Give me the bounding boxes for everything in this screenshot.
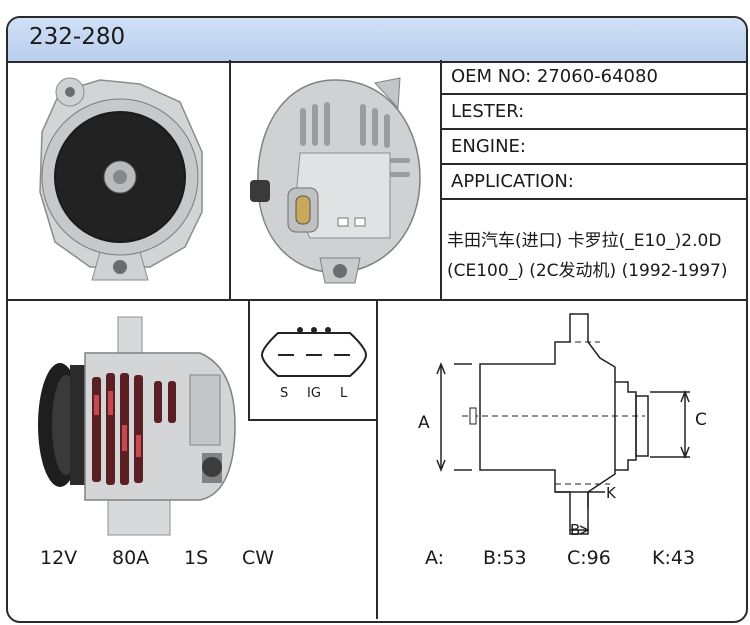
divider <box>441 93 746 95</box>
divider <box>441 198 746 200</box>
dim-c: C:96 <box>567 547 611 569</box>
dimension-a-label: A <box>418 413 430 433</box>
dim-k: K:43 <box>652 547 696 569</box>
application-line-1: 丰田汽车(进口) 卡罗拉(_E10_)2.0D <box>447 231 722 251</box>
title-bar: 232-280 <box>8 18 746 63</box>
lester-label: LESTER: <box>451 101 525 122</box>
dimension-k-label: K <box>606 484 616 502</box>
dimension-b-label: B <box>570 521 581 539</box>
oem-number: OEM NO: 27060-64080 <box>451 66 658 87</box>
alternator-side-photo <box>38 316 236 536</box>
divider <box>248 300 250 420</box>
divider <box>440 60 442 300</box>
divider <box>376 300 378 619</box>
spec-voltage: 12V <box>40 547 78 569</box>
divider <box>441 128 746 130</box>
divider <box>229 60 231 300</box>
plug-connector-diagram <box>260 327 368 377</box>
dim-a: A: <box>425 547 445 569</box>
divider <box>248 419 377 421</box>
spec-rotation: CW <box>242 547 275 569</box>
application-line-2: (CE100_) (2C发动机) (1992-1997) <box>447 261 728 281</box>
divider <box>441 163 746 165</box>
engine-label: ENGINE: <box>451 136 526 157</box>
dimension-c-label: C <box>695 410 707 430</box>
alternator-rear-photo <box>250 77 421 284</box>
spec-amperage: 80A <box>112 547 150 569</box>
dim-b: B:53 <box>483 547 527 569</box>
application-label: APPLICATION: <box>451 171 574 192</box>
alternator-front-photo <box>39 77 203 281</box>
pin-label-ig: IG <box>307 386 321 401</box>
pin-label-s: S <box>280 386 289 401</box>
spec-grooves: 1S <box>184 547 209 569</box>
dimension-diagram <box>436 313 690 535</box>
part-number: 232-280 <box>29 24 126 50</box>
pin-label-l: L <box>340 386 348 401</box>
